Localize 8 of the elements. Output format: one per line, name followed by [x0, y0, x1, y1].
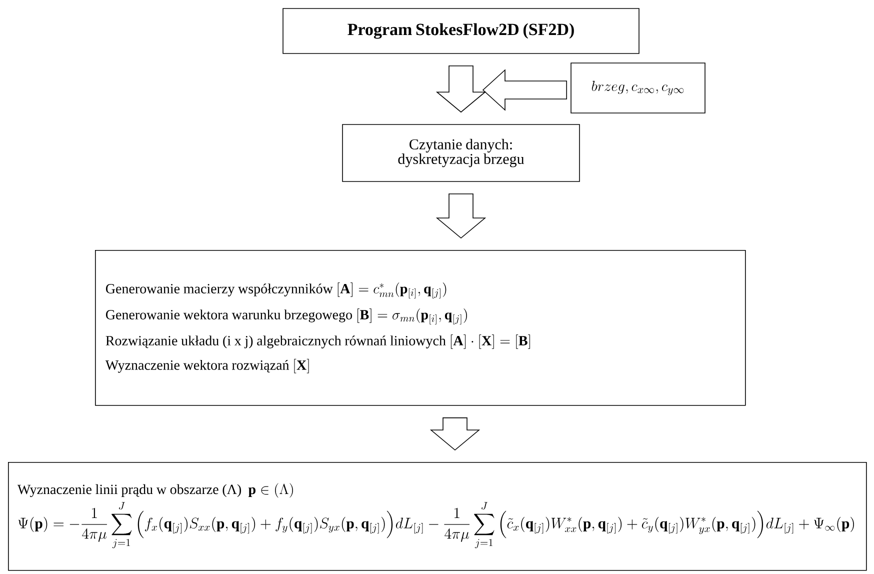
- process-box: Generowanie macierzy współczynników $\left[\mathbf{A}\right]=c^{*}_{mn}(\mathbf{p}_{[i]},\mathbf{q}_{[j]})$ Generowanie wektora warunku brzegowego $\left[\mathbf{B}\right]=\sigma_{mn}(\mathbf{p}_{[i]},\mathbf{q}_{[j]})$ Rozwiązanie układu (i x j) algebraicznych równań liniowych $\left[\mathbf{A}\right]\cdot\left[\mathbf{X}\right]=\left[\mathbf{B}\right]$ Wyznaczenie wektora rozwiązań $\left[\mathbf{X}\right]$: [95, 250, 746, 406]
- input-box: $brzeg, c_{x\infty}, c_{y\infty}$: [570, 62, 706, 114]
- process-box: Wyznaczenie linii prądu w obszarze (Λ) $\mathbf{p}\in(\Lambda)$ $\Psi(\mathbf{p})=-\frac{1}{4\pi\mu}\sum_{j=1}^{J}\Big(f_x(\mathbf{q}_{[j]})S_{xx}(\mathbf{p},\mathbf{q}_{[j]})+f_y(\mathbf{q}_{[j]})S_{yx}(\mathbf{p},\mathbf{q}_{[j]})\Big)dL_{[j]}-\frac{1}{4\pi\mu}\sum_{j=1}^{J}\Big(\tilde{c}_x(\mathbf{q}_{[j]})W^{*}_{xx}(\mathbf{p},\mathbf{q}_{[j]})+\tilde{c}_y(\mathbf{q}_{[j]})W^{*}_{yx}(\mathbf{p},\mathbf{q}_{[j]})\Big)dL_{[j]}+\Psi_{\infty}(\mathbf{p})$: [8, 462, 867, 571]
- title-box: Program StokesFlow2D (SF2D): [282, 8, 640, 54]
- block-arrow: [436, 194, 486, 239]
- block-arrow: [436, 66, 486, 113]
- block-arrow: [430, 417, 480, 451]
- process-box: Czytanie danych: dyskretyzacja brzegu: [342, 124, 580, 182]
